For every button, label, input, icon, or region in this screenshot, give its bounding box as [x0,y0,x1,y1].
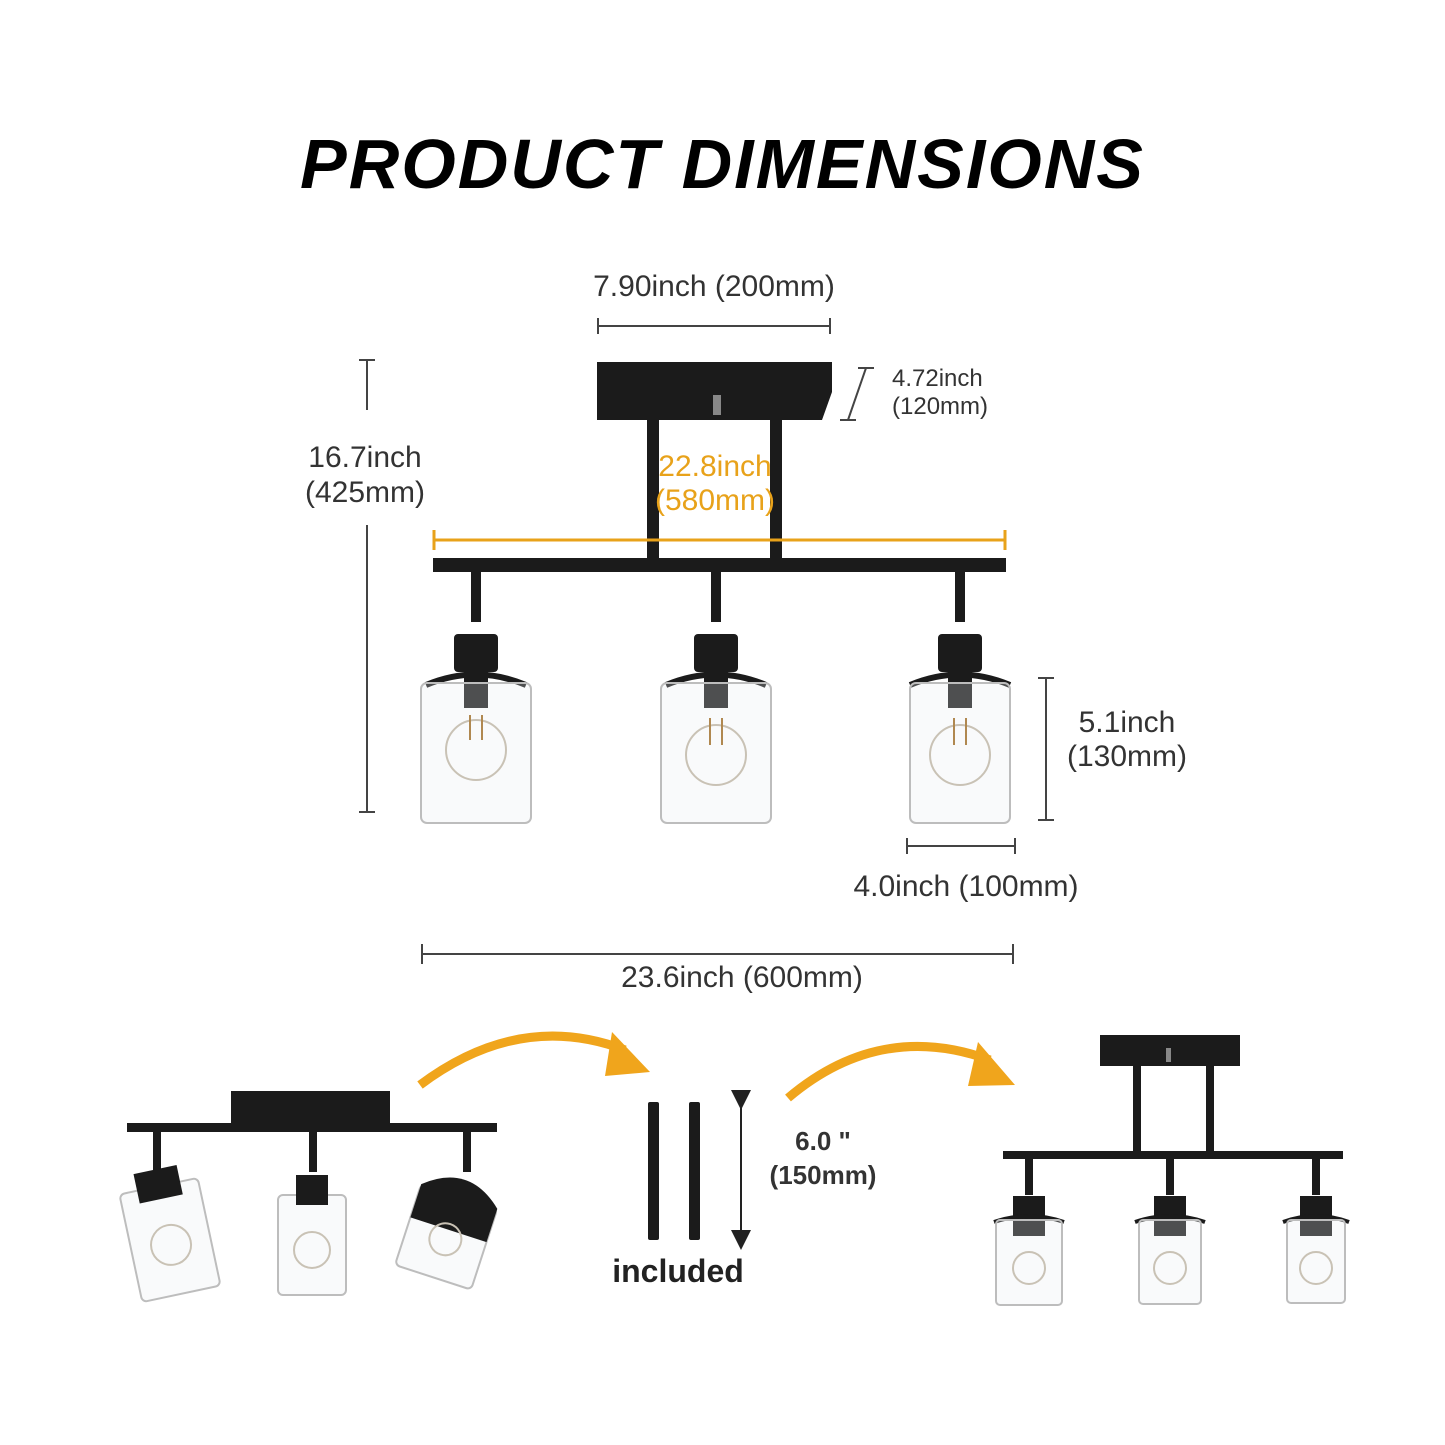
flush-mount-fixture [119,1091,498,1303]
arrow-head-right [968,1042,1015,1086]
curved-arrow-left [417,1031,627,1089]
extended-fixture [993,1035,1350,1306]
dim-line-canopy-depth [847,367,867,421]
light-1 [420,572,532,824]
canopy-width-label: 7.90inch (200mm) [593,270,835,303]
shade-height-in-label: 5.1inch [1079,706,1176,739]
dimension-lines [359,318,1054,964]
total-height-in-label: 16.7inch [308,441,421,474]
cross-bar [433,558,1006,572]
rod-length-mm-label: (150mm) [770,1160,877,1190]
canopy-depth-mm-label: (120mm) [892,393,988,420]
light-2 [660,572,772,824]
bar-length-in-label: 22.8inch [658,450,771,483]
total-width-label: 23.6inch (600mm) [621,961,863,994]
shade-width-label: 4.0inch (100mm) [853,870,1078,903]
included-label: included [612,1253,744,1289]
down-rod-right [770,390,782,560]
shade-height-mm-label: (130mm) [1067,740,1187,773]
extension-rods [648,1090,751,1250]
bar-length-mm-label: (580mm) [655,484,775,517]
curved-arrow-right [785,1042,992,1102]
down-rod-left [647,390,659,560]
canopy-depth-in-label: 4.72inch [892,365,983,392]
page-title: PRODUCT DIMENSIONS [300,125,1145,203]
rod-length-in-label: 6.0 " [795,1126,851,1156]
dim-line-bar-length [432,530,1007,550]
main-fixture [420,362,1012,824]
total-height-mm-label: (425mm) [305,476,425,509]
light-3 [908,572,1012,824]
canopy-screw [713,395,721,415]
arrow-head-left [605,1032,650,1076]
